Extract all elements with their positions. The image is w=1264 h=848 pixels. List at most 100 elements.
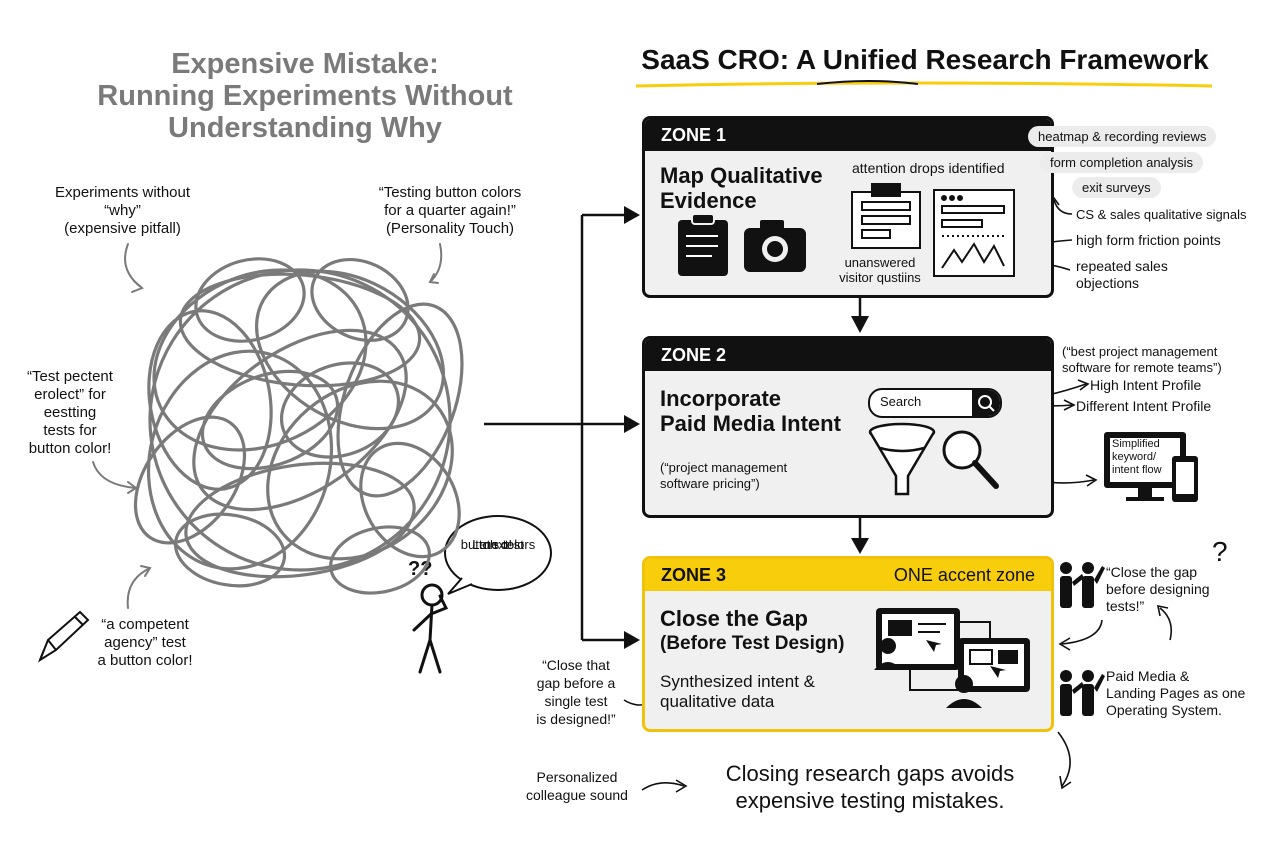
form-clipboard-icon	[851, 183, 921, 249]
zone-1-title: Map Qualitative Evidence	[660, 163, 823, 213]
attention-drops-label: attention drops identified	[852, 160, 1005, 176]
zone-3-synth-line: Synthesized intent &	[660, 672, 815, 691]
camera-icon	[744, 220, 806, 272]
mistake-title-line-2: Running Experiments Without	[97, 80, 513, 112]
zone-2-panel: ZONE 2	[642, 336, 1054, 518]
note-test: “Test pectent erolect” for eestting test…	[6, 368, 134, 458]
note-test-line: eestting	[43, 404, 97, 421]
device-screen-label: Simplified keyword/ intent flow	[1112, 438, 1178, 477]
funnel-icon	[868, 422, 936, 496]
zone-2-quote-line: software pricing”)	[660, 476, 760, 491]
note-agency: “a competent agency” test a button color…	[70, 616, 220, 670]
mistake-title-line-3: Understanding Why	[168, 112, 442, 144]
clipboard-icon	[678, 213, 728, 276]
close-quote-line: single test	[544, 693, 608, 709]
side-cs-signals: CS & sales qualitative signals	[1076, 207, 1247, 222]
analytics-chart-icon	[933, 189, 1015, 277]
high-intent-profile: High Intent Profile	[1090, 377, 1202, 393]
zone-3-title: Close the Gap (Before Test Design)	[660, 606, 844, 656]
zone-1-title-line: Map Qualitative	[660, 163, 823, 188]
note-pitfall-line: (expensive pitfall)	[64, 220, 181, 237]
note-agency-line: “a competent	[101, 616, 189, 633]
right-quote-line: tests!”	[1106, 598, 1145, 614]
search-bar[interactable]: Search	[868, 388, 1002, 418]
paid-media-line: Paid Media &	[1106, 668, 1190, 684]
note-agency-line: a button color!	[97, 652, 193, 669]
unanswered-line: unanswered	[844, 255, 916, 270]
note-personality: “Testing button colors for a quarter aga…	[355, 184, 545, 238]
paid-media-line: Landing Pages as one	[1106, 685, 1246, 701]
connection-lines	[909, 621, 991, 691]
close-that-gap-quote: “Close that gap before a single test is …	[520, 656, 632, 728]
zone-2-label: ZONE 2	[645, 339, 1051, 371]
bubble-line: next!	[483, 537, 513, 552]
zone-3-label: ZONE 3	[661, 565, 727, 585]
personalized-line: Personalized	[536, 769, 618, 785]
right-close-gap-quote: “Close the gap before designing tests!”	[1106, 564, 1210, 615]
left-note-arrows	[92, 243, 443, 609]
zone-1-title-line: Evidence	[660, 188, 757, 213]
device-label-line: keyword/	[1112, 451, 1157, 463]
note-pitfall-line: Experiments without	[54, 184, 191, 201]
conclusion-line: expensive testing mistakes.	[735, 788, 1005, 813]
personalized-line: colleague sound	[526, 787, 628, 803]
zone-2-title-line: Incorporate	[660, 386, 782, 411]
team-icon-2	[1060, 670, 1105, 716]
unanswered-questions-label: unanswered visitor qustiins	[830, 255, 930, 285]
conclusion-line: Closing research gaps avoids	[725, 761, 1015, 786]
mistake-title: Expensive Mistake: Running Experiments W…	[60, 48, 550, 144]
pencil-icon	[37, 610, 90, 663]
right-quote-line: “Close the gap	[1106, 564, 1198, 580]
note-pitfall-line: “why”	[104, 202, 141, 219]
note-personality-line: for a quarter again!”	[384, 202, 516, 219]
bubble-line: Let's test	[472, 537, 524, 552]
bubble-tail	[447, 577, 473, 595]
question-mark-icon: ?	[1212, 536, 1228, 567]
zone-3-header: ZONE 3 ONE accent zone	[645, 559, 1051, 591]
zone-1-label: ZONE 1	[645, 119, 1051, 151]
zone-3-title-line: (Before Test Design)	[660, 633, 845, 654]
close-quote-line: gap before a	[536, 675, 616, 691]
screen-user-icon-2	[946, 638, 1030, 708]
side-remote-teams-quote: (“best project management software for r…	[1062, 344, 1222, 376]
phone-icon	[1172, 456, 1198, 502]
zone-3-panel: ZONE 3 ONE accent zone	[642, 556, 1054, 732]
pill-exit-surveys: exit surveys	[1072, 177, 1161, 198]
zone-2-quote: (“project management software pricing”)	[660, 460, 787, 492]
paid-media-os-note: Paid Media & Landing Pages as one Operat…	[1106, 668, 1245, 719]
close-quote-line: is designed!”	[536, 711, 616, 727]
note-test-line: erolect” for	[34, 386, 106, 403]
tangled-scribble	[133, 257, 464, 595]
side-objections-line: objections	[1076, 275, 1140, 291]
search-button[interactable]	[972, 390, 1000, 416]
conclusion-text: Closing research gaps avoids expensive t…	[680, 760, 1060, 814]
flow-arrowheads	[624, 206, 869, 649]
device-label-line: intent flow	[1112, 464, 1162, 476]
desktop-icon	[1104, 432, 1186, 501]
zone-2-title-line: Paid Media Intent	[660, 411, 841, 436]
paid-media-line: Operating System.	[1106, 702, 1222, 718]
side-remote-line: (“best project management	[1062, 344, 1218, 359]
note-test-line: button color!	[28, 440, 112, 457]
zone-2-title: Incorporate Paid Media Intent	[660, 386, 841, 436]
device-label-line: Simplified	[1112, 438, 1160, 450]
framework-title: SaaS CRO: A Unified Research Framework	[641, 44, 1209, 75]
zone-3-title-line: Close the Gap	[660, 606, 808, 631]
search-icon	[978, 395, 995, 412]
unanswered-line: visitor qustiins	[839, 270, 921, 285]
search-placeholder: Search	[880, 394, 922, 409]
pill-heatmap: heatmap & recording reviews	[1028, 126, 1217, 147]
zone-2-quote-line: (“project management	[660, 460, 788, 475]
close-quote-line: “Close that	[542, 657, 610, 673]
different-intent-profile: Different Intent Profile	[1076, 398, 1212, 414]
note-pitfall: Experiments without “why” (expensive pit…	[30, 184, 215, 238]
note-test-line: tests for	[43, 422, 97, 439]
team-icon-1	[1060, 562, 1105, 608]
zone-3-synthesized: Synthesized intent & qualitative data	[660, 672, 815, 712]
mistake-title-line-1: Expensive Mistake:	[171, 48, 439, 80]
side-objections-line: repeated sales	[1076, 258, 1168, 274]
zone-3-synth-line: qualitative data	[660, 692, 775, 711]
